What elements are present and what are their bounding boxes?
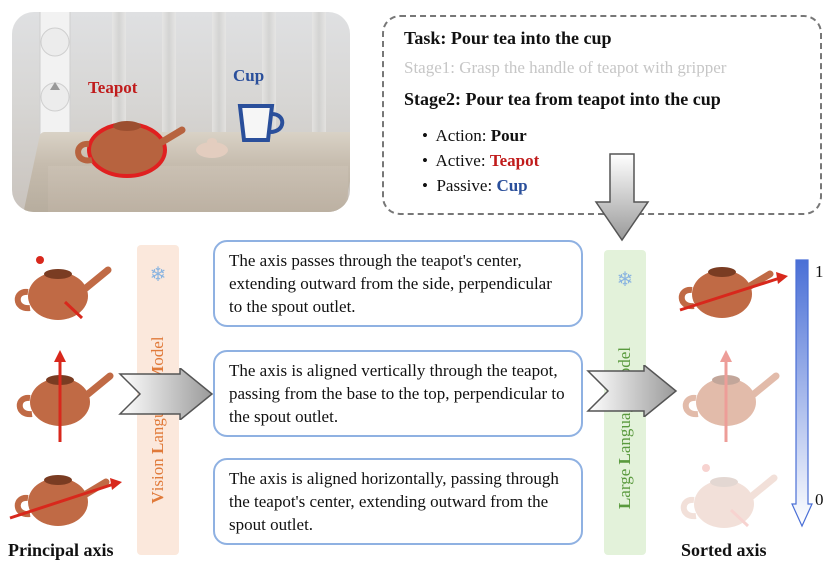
axis-description-2: The axis is aligned vertically through t… (213, 350, 583, 437)
lid-image (196, 138, 228, 158)
curtain-fold (112, 12, 126, 152)
curtain-fold (162, 12, 176, 152)
vlm-initial-v: V (148, 491, 167, 504)
sorted-teapot-3-image (680, 464, 778, 528)
llm-initial-l: L (615, 497, 634, 510)
snowflake-icon: ❄ (149, 262, 167, 286)
llm-part-1: arge (615, 464, 634, 498)
teapot-axis-1-image (14, 256, 112, 320)
teapot-axis-2-image (16, 350, 114, 442)
task-panel (382, 15, 822, 215)
scale-bottom-label: 0 (815, 490, 824, 509)
scene-photo (12, 12, 350, 212)
active-value: Teapot (489, 151, 540, 170)
action-value: Pour (490, 126, 527, 145)
active-prefix: Active: (435, 151, 490, 170)
right-arrow-icon (118, 368, 214, 420)
task-title: Task: Pour tea into the cup (404, 28, 612, 48)
principal-axis-label: Principal axis (8, 540, 114, 560)
vlm-part-1: ision (148, 453, 167, 492)
curtain-fold (312, 12, 326, 152)
stage2-text: Stage2: Pour tea from teapot into the cu… (404, 89, 721, 109)
cup-image (237, 104, 285, 142)
scale-top-label: 1 (815, 262, 824, 281)
teapot-image (75, 121, 186, 178)
llm-initial-l2: L (615, 453, 634, 465)
passive-item: • Passive: Cup (422, 176, 528, 195)
vlm-label: Vision Language Model (148, 336, 168, 503)
sorted-axis-label: Sorted axis (681, 540, 767, 560)
active-item: • Active: Teapot (422, 151, 540, 170)
passive-value: Cup (496, 176, 528, 195)
teapot-axis-3-image (9, 475, 122, 526)
snowflake-icon: ❄ (616, 267, 634, 291)
right-arrow-icon (586, 365, 678, 417)
sorted-teapot-1-image (678, 267, 788, 318)
axis-description-3: The axis is aligned horizontally, passin… (213, 458, 583, 545)
stage2-bullets: • Action: Pour • Active: Teapot • Passiv… (422, 123, 539, 198)
curtain-fold (212, 12, 226, 152)
table-front (48, 166, 348, 212)
teapot-label: Teapot (88, 78, 138, 97)
action-prefix: Action: (435, 126, 491, 145)
sorted-teapot-2-image (682, 350, 780, 442)
vlm-part-3: odel (148, 336, 167, 366)
down-arrow-icon (594, 153, 650, 242)
robot-arm-image (39, 12, 71, 152)
action-item: • Action: Pour (422, 126, 527, 145)
passive-prefix: Passive: (436, 176, 497, 195)
score-scale-arrow (791, 259, 813, 528)
axis-description-1: The axis passes through the teapot's cen… (213, 240, 583, 327)
stage1-text: Stage1: Grasp the handle of teapot with … (404, 58, 727, 77)
cup-label: Cup (233, 66, 265, 85)
vlm-initial-l: L (148, 442, 167, 454)
